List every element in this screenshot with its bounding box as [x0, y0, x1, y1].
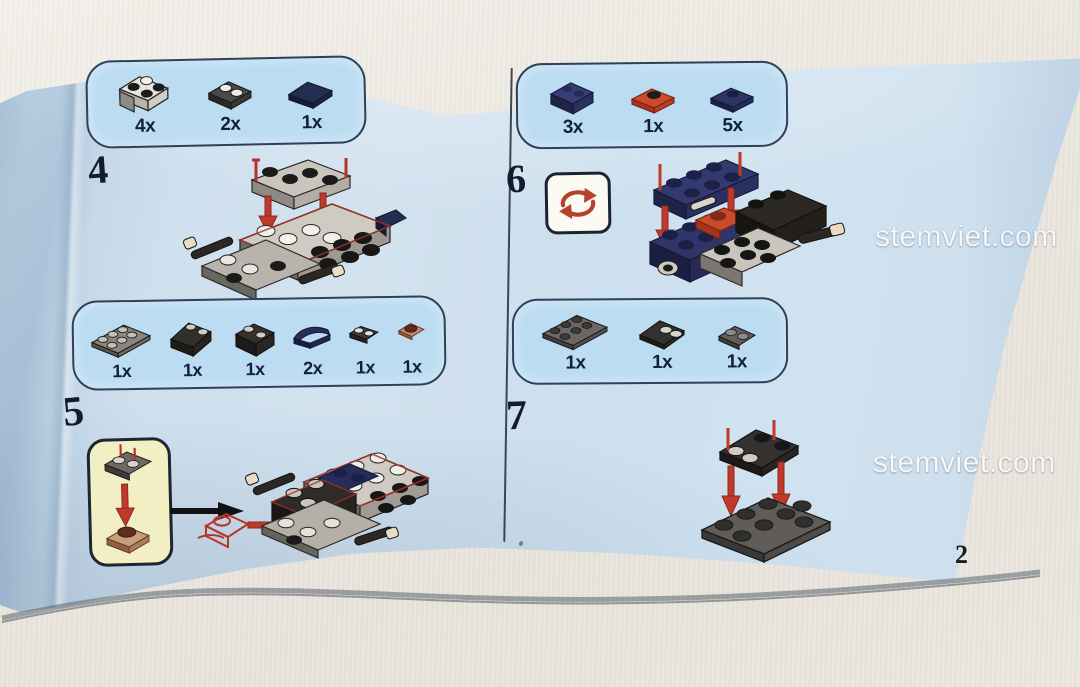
- step-number-6: 6: [505, 155, 527, 202]
- assembly-illustration-step-6: [648, 152, 846, 287]
- paper-speck: [518, 540, 524, 547]
- part-qty: 1x: [643, 115, 664, 138]
- part-entry: 1x: [626, 81, 681, 139]
- watermark-lower: stemviet.com: [873, 446, 1056, 479]
- step-number-7: 7: [505, 392, 528, 440]
- brick-plate-2x2-navy-icon: [709, 87, 755, 114]
- column-divider: [503, 68, 513, 542]
- part-qty: 1x: [726, 351, 747, 373]
- assembly-illustration-step-4: [182, 158, 408, 301]
- brick-plate-1x2-red-icon: [630, 88, 676, 114]
- part-qty: 2x: [303, 358, 323, 379]
- brick-slope-plate-2x2-icon: [287, 81, 334, 110]
- step-number-5: 5: [61, 388, 86, 436]
- parts-box-step-5: 1x 1x: [71, 295, 447, 391]
- part-entry: 3x: [544, 76, 601, 140]
- part-entry: 1x: [634, 313, 690, 374]
- rotate-arrows-icon: [559, 187, 597, 220]
- part-entry: 2x: [202, 74, 257, 136]
- part-qty: 1x: [402, 356, 422, 377]
- parts-box-step-7: 1x 1x: [511, 297, 789, 385]
- callout-illustration: [103, 444, 153, 554]
- part-qty: 1x: [651, 351, 673, 373]
- part-qty: 1x: [565, 352, 586, 374]
- page-number: 2: [955, 540, 968, 569]
- step-number-4: 4: [86, 146, 110, 193]
- part-entry: 5x: [705, 80, 760, 138]
- part-qty: 5x: [722, 115, 743, 137]
- brick-wedge-plate-icon: [638, 320, 686, 350]
- parts-box-step-4: 4x 2x: [85, 55, 367, 149]
- part-entry: 1x: [88, 320, 155, 383]
- part-entry: 1x: [345, 319, 386, 379]
- part-entry: 1x: [393, 316, 430, 378]
- brick-2x2-icon: [234, 323, 275, 358]
- brick-bracket-1x2-2x2-icon: [117, 76, 169, 113]
- brick-plate-1x2-gray-icon: [717, 325, 756, 351]
- part-entry: 4x: [113, 68, 176, 138]
- part-entry: 1x: [163, 317, 222, 382]
- part-qty: 1x: [355, 357, 376, 378]
- watermark-upper: stemviet.com: [875, 220, 1058, 253]
- part-qty: 1x: [112, 361, 132, 382]
- part-qty: 1x: [245, 358, 265, 380]
- assembly-illustration-step-5: [244, 452, 431, 559]
- brick-plate-2x6-gray-icon: [541, 314, 609, 351]
- part-qty: 4x: [134, 115, 156, 137]
- rotate-model-icon: [544, 171, 612, 235]
- part-qty: 1x: [182, 359, 203, 381]
- brick-1x2-navy-icon: [549, 82, 594, 115]
- assembly-illustration-step-7: [700, 420, 832, 564]
- part-entry: 1x: [712, 318, 760, 373]
- brick-round-tile-1x1-icon: [397, 323, 425, 341]
- sub-assembly-callout-step-5: [86, 436, 174, 568]
- parts-box-step-6: 3x 1x: [515, 60, 789, 150]
- part-entry: 1x: [284, 75, 339, 135]
- part-entry: 1x: [539, 309, 611, 375]
- brick-plate-1x2-icon: [207, 81, 253, 110]
- brick-curved-plate-1x2-icon: [293, 326, 332, 349]
- brick-small-plate-1x2-icon: [348, 325, 379, 345]
- part-qty: 2x: [220, 113, 241, 136]
- part-entry: 1x: [229, 316, 280, 381]
- part-qty: 3x: [562, 116, 584, 138]
- part-qty: 1x: [301, 111, 323, 134]
- part-entry: 2x: [288, 320, 337, 380]
- brick-plate-2x6-icon: [91, 324, 152, 359]
- brick-slope-2x3-icon: [169, 322, 212, 358]
